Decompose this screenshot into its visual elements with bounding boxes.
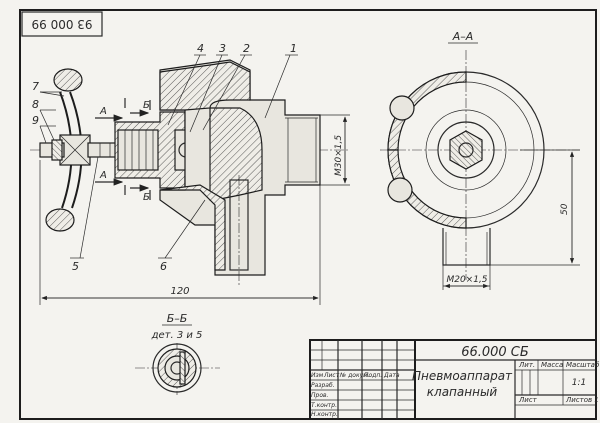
tb-row-razrab: Разраб. (311, 382, 335, 389)
tb-name-line2: клапанный (427, 385, 498, 399)
tb-list: Лист (518, 396, 538, 404)
dims-aa: M20×1,5 50 (442, 149, 580, 290)
title-block: Изм Лист № докум. Подп. Дата Разраб. Про… (309, 339, 600, 420)
part-5-label: 5 (72, 260, 79, 273)
aa-lug-top (389, 95, 415, 121)
tb-massa: Масса (541, 361, 563, 369)
valve-body (159, 59, 321, 285)
tb-row-prov: Пров. (311, 392, 329, 399)
section-marks-main: А А Б Б (95, 98, 151, 203)
part-9-label: 9 (32, 114, 39, 127)
section-bb-title: Б–Б (167, 312, 188, 325)
tb-row-tkontr: Т.контр. (311, 402, 337, 409)
part-8-label: 8 (32, 98, 39, 111)
dim-thread-m20: M20×1,5 (446, 275, 487, 285)
part-3-label: 3 (219, 42, 226, 55)
washer (51, 139, 63, 161)
tb-listov: Листов 1 (565, 396, 599, 404)
sheet-frame (19, 9, 597, 420)
section-bb-view: Б–Б дет. 3 и 5 (135, 312, 220, 395)
corner-stamp-text: 93 000 99 (31, 17, 92, 31)
part-1-label: 1 (290, 42, 297, 55)
leaders: 1 2 3 4 5 6 7 8 9 (32, 42, 298, 273)
aa-hex (449, 130, 483, 170)
tb-designation: 66.000 СБ (461, 345, 529, 360)
tb-lit: Лит. (518, 361, 535, 369)
section-bb-note: дет. 3 и 5 (151, 330, 203, 341)
main-view: А А Б Б 1 2 3 4 5 (30, 42, 350, 305)
aa-outlet (442, 228, 491, 266)
mark-a-bottom: А (99, 170, 107, 181)
tb-hdr-podp: Подп. (364, 372, 382, 379)
mark-a-top: А (99, 106, 107, 117)
tb-masshtab: Масштаб (566, 361, 600, 369)
dim-overall-length: 120 (170, 286, 189, 297)
tb-hdr-dokum: № докум. (339, 372, 370, 379)
corner-stamp: 93 000 99 (21, 11, 103, 37)
bonnet (114, 111, 186, 189)
tb-hdr-izm: Изм (311, 372, 324, 379)
handwheel (45, 68, 91, 232)
mark-b-top: Б (143, 100, 150, 111)
tb-hdr-list: Лист (323, 372, 340, 379)
mark-b-bottom: Б (143, 192, 150, 203)
part-6-label: 6 (160, 260, 167, 273)
section-aa-view: А–А M20×1,5 50 (380, 30, 580, 290)
tb-hdr-data: Дата (383, 372, 400, 379)
part-4-label: 4 (197, 42, 204, 55)
aa-lug-bottom (387, 177, 413, 203)
dim-height-50: 50 (560, 203, 570, 215)
part-7-label: 7 (32, 80, 39, 93)
tb-name-line1: Пневмоаппарат (412, 369, 513, 383)
dim-thread-m30: M30×1,5 (334, 135, 344, 176)
dims-main: 120 M30×1,5 (39, 114, 350, 305)
tb-scale-value: 1:1 (572, 378, 586, 388)
part-2-label: 2 (243, 42, 250, 55)
section-aa-title: А–А (452, 30, 474, 43)
tb-row-nkontr: Н.контр. (311, 411, 338, 418)
